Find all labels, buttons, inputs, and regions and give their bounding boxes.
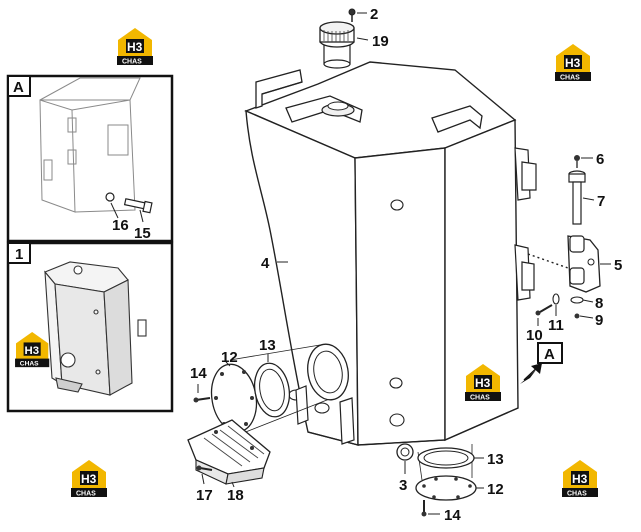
hydraulic-tank-4	[244, 61, 537, 446]
cover-plate-12-bottom	[415, 475, 477, 501]
screw-2	[348, 8, 356, 22]
gasket-13-left	[253, 362, 291, 418]
watermark-logo-mark: H3	[81, 472, 97, 486]
callout-14-bottom: 14	[444, 507, 461, 524]
inset-a-border	[6, 74, 174, 243]
callout-15: 15	[134, 225, 151, 242]
view-marker-a: A	[520, 342, 563, 384]
watermark-logo-subtext: CHAS	[470, 395, 490, 402]
tank-drain-port	[389, 413, 405, 427]
callout-10: 10	[526, 327, 543, 344]
tank-front-face	[354, 147, 446, 446]
callout-13-bottom: 13	[487, 451, 504, 468]
bolt-15	[105, 192, 153, 214]
drain-plug-3	[396, 443, 414, 461]
callout-7: 7	[597, 193, 605, 210]
tank-port-upper	[390, 199, 404, 211]
watermark-logo-subtext: CHAS	[20, 361, 39, 368]
port-flange-assembly-left	[193, 343, 349, 436]
nut-9	[574, 313, 580, 319]
bolt-14-left	[193, 397, 211, 403]
callout-3: 3	[399, 477, 407, 494]
callout-14-left: 14	[190, 365, 207, 382]
inset-a-tank-corner	[39, 77, 141, 213]
callout-16: 16	[112, 217, 129, 234]
watermark-logo-mark: H3	[565, 56, 581, 70]
pin-7	[568, 170, 586, 225]
inset-1-panel: 1	[6, 241, 174, 413]
watermark-logo-subtext: CHAS	[76, 491, 96, 498]
callout-6: 6	[596, 151, 604, 168]
watermark-logo-subtext: CHAS	[560, 75, 580, 82]
watermark-logo-mark: H3	[572, 472, 588, 486]
tank-port-lower	[389, 377, 403, 389]
callout-17: 17	[196, 487, 213, 504]
bottom-flange-assembly	[415, 444, 477, 517]
washer-11	[552, 293, 560, 305]
tank-left-brackets	[295, 385, 355, 445]
tank-hinge-brackets	[514, 147, 537, 301]
callout-13-left: 13	[259, 337, 276, 354]
callout-2: 2	[370, 6, 378, 23]
inset-a-panel: A 16 15	[6, 74, 174, 243]
callout-19: 19	[372, 33, 389, 50]
screw-17	[196, 465, 213, 471]
inset-a-label: A	[13, 79, 24, 96]
watermark-logo-mark: H3	[25, 345, 40, 357]
step-18	[187, 419, 271, 485]
inset-a-label-box	[7, 75, 31, 97]
bolt-14-bottom	[421, 500, 427, 517]
callout-12-left: 12	[221, 349, 238, 366]
screw-6	[574, 155, 580, 161]
watermark-logo-subtext: CHAS	[567, 491, 587, 498]
watermark-logo-mark: H3	[127, 40, 143, 54]
breather-filler-19	[319, 21, 355, 69]
gasket-13-bottom	[417, 447, 475, 469]
washer-16	[105, 192, 115, 202]
leader-16	[110, 202, 119, 219]
watermark-logo-mark: H3	[475, 376, 491, 390]
hinge-pin-assembly	[527, 155, 601, 319]
callout-4: 4	[261, 255, 270, 272]
inset-1-label-box	[7, 242, 31, 264]
callout-5: 5	[614, 257, 622, 274]
callout-12-bottom: 12	[487, 481, 504, 498]
callout-9: 9	[595, 312, 603, 329]
tank-side-port	[307, 343, 349, 401]
callout-11: 11	[548, 317, 564, 334]
view-marker-a-label: A	[544, 346, 555, 363]
washer-8	[570, 296, 584, 304]
hinge-bracket-5	[567, 235, 601, 293]
callout-18: 18	[227, 487, 244, 504]
inset-1-tank-overview	[44, 261, 147, 396]
leader-15	[139, 209, 144, 223]
filler-neck	[321, 101, 355, 117]
callout-8: 8	[595, 295, 603, 312]
inset-1-label: 1	[15, 246, 23, 263]
watermark-logo-subtext: CHAS	[122, 59, 142, 66]
bolt-10	[535, 304, 553, 316]
